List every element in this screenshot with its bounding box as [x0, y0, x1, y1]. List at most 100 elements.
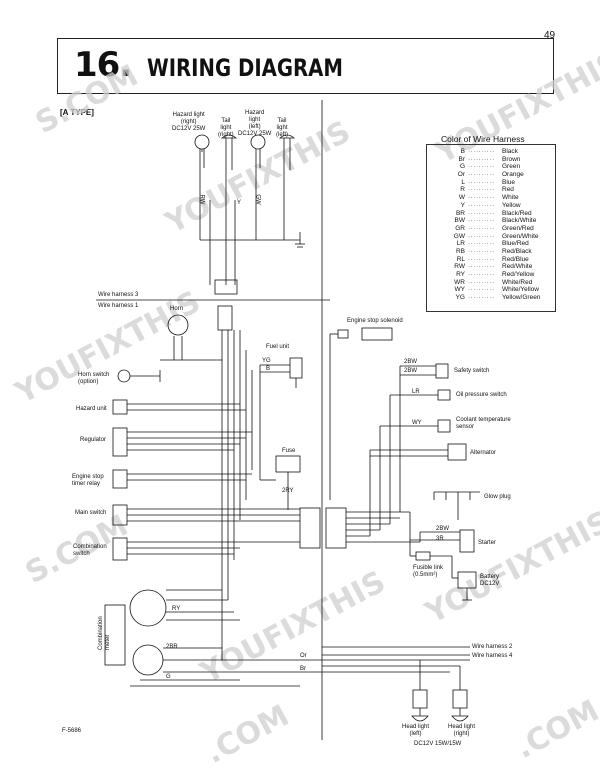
- legend-entry: RY··········Red/Yellow: [427, 271, 555, 279]
- legend-color-name: Yellow/Green: [502, 294, 541, 302]
- legend-color-name: Blue/Red: [502, 240, 529, 248]
- wire-label-rw: RW: [198, 194, 205, 205]
- legend-entry: BW··········Black/White: [427, 217, 555, 225]
- wire-label-2ry: 2RY: [282, 488, 294, 494]
- legend-entry: B··········Black: [427, 148, 555, 156]
- legend-color-name: Red/White: [502, 263, 533, 271]
- legend-code: RB: [455, 247, 465, 255]
- wire-label-2bw: 2BW: [404, 359, 418, 365]
- label-glow-plug: Glow plug: [484, 494, 511, 500]
- label-engine-stop-solenoid: Engine stop solenoid: [347, 318, 403, 324]
- legend-entry: RB··········Red/Black: [427, 248, 555, 256]
- legend-dots: ··········: [468, 240, 495, 248]
- legend-entry: Y·········· Yellow: [427, 202, 555, 210]
- legend-code: L: [461, 178, 465, 186]
- legend-dots: ··········: [468, 178, 495, 186]
- legend-code: RL: [456, 255, 465, 263]
- legend-code: R: [460, 186, 465, 194]
- label-wire-harness-4: Wire harness 4: [472, 653, 513, 659]
- legend-color-name: Blue: [502, 178, 516, 186]
- label-hazard-right: Hazard light(right)DC12V 25W: [172, 112, 206, 132]
- label-alternator: Alternator: [470, 450, 497, 456]
- label-regulator: Regulator: [80, 437, 107, 443]
- wire-label-b: B: [266, 366, 271, 372]
- legend-dots: ··········: [468, 201, 495, 209]
- legend-code: YG: [455, 294, 465, 302]
- legend-entry: Or··········Orange: [427, 171, 555, 179]
- wire-label-yg: YG: [262, 358, 271, 364]
- legend-code: WR: [454, 278, 465, 286]
- legend-dots: ··········: [468, 163, 495, 171]
- legend-dots: ··········: [468, 171, 495, 179]
- legend-dots: ··········: [468, 278, 495, 286]
- legend-entry: WR··········White/Red: [427, 279, 555, 287]
- label-starter: Starter: [478, 540, 497, 546]
- label-hazard-unit: Hazard unit: [76, 406, 107, 412]
- wire-label-wy: WY: [412, 420, 422, 426]
- legend-code: GW: [453, 232, 465, 240]
- label-horn-switch: Horn switch(option): [78, 372, 110, 385]
- legend-dots: ··········: [468, 148, 495, 155]
- legend-code: LR: [456, 240, 465, 248]
- wire-label-or: Or: [300, 653, 307, 659]
- legend-color-name: Yellow: [502, 201, 521, 209]
- legend-entry: RL··········Red/Blue: [427, 256, 555, 264]
- legend-entry: R··········Red: [427, 186, 555, 194]
- label-head-light-right: Head light(right): [448, 724, 476, 737]
- legend-color-name: Green/Red: [502, 224, 534, 232]
- legend-color-name: Red/Yellow: [502, 271, 535, 278]
- legend-entry: WY··········White/Yellow: [427, 286, 555, 294]
- wire-label-gw: GW: [254, 194, 261, 205]
- legend-dots: ··········: [468, 263, 495, 271]
- legend-entry: G··········Green: [427, 163, 555, 171]
- legend-entry: L·········· Blue: [427, 179, 555, 187]
- legend-title: Color of Wire Harness: [441, 134, 525, 144]
- type-label: [A TYPE]: [60, 108, 94, 117]
- legend-dots: ··········: [468, 255, 495, 263]
- label-wire-harness-2: Wire harness 2: [472, 644, 513, 650]
- legend-code: Br: [458, 155, 466, 163]
- wire-label-lr: LR: [412, 389, 420, 395]
- legend-color-name: Green/White: [502, 232, 539, 240]
- label-fuel-unit: Fuel unit: [266, 344, 290, 350]
- section-number: 16.: [74, 45, 132, 85]
- legend-entry: BR··········Black/Red: [427, 210, 555, 218]
- legend-dots: ··········: [468, 209, 495, 217]
- legend-color-name: White: [502, 194, 519, 202]
- page-title: WIRING DIAGRAM: [147, 54, 343, 82]
- wire-label-g: G: [166, 674, 171, 680]
- legend-entry: RW··········Red/White: [427, 263, 555, 271]
- page-number: 49: [544, 30, 556, 41]
- legend-color-name: Black/Red: [502, 209, 532, 217]
- wire-label-2br: 2BR: [166, 644, 178, 650]
- label-safety-switch: Safety switch: [454, 368, 490, 374]
- wire-label-2bw-starter: 2BW: [436, 526, 450, 532]
- wire-label-ry: RY: [172, 606, 181, 612]
- legend-dots: ··········: [468, 247, 495, 255]
- label-oil-pressure-switch: Oil pressure switch: [456, 392, 507, 398]
- legend-code: RY: [456, 271, 465, 278]
- label-horn: Horn: [170, 306, 184, 312]
- legend-dots: ··········: [468, 294, 495, 302]
- legend-color-name: Black/White: [502, 217, 537, 225]
- legend-dots: ··········: [468, 232, 495, 240]
- legend-code: Y: [460, 201, 465, 209]
- legend-entry: LR·········· Blue/Red: [427, 240, 555, 248]
- label-fuse: Fuse: [282, 448, 296, 454]
- legend-dots: ··········: [468, 224, 495, 232]
- label-fusible-link: Fusible link(0.5mm²): [413, 565, 444, 578]
- legend-code: B: [460, 148, 465, 155]
- label-wire-harness-1: Wire harness 1: [98, 303, 139, 309]
- legend-color-name: White/Yellow: [502, 286, 539, 294]
- label-wire-harness-3: Wire harness 3: [98, 292, 139, 298]
- legend-entry: GW·········· Green/White: [427, 233, 555, 241]
- title-box: [57, 38, 554, 94]
- legend-code: BW: [454, 217, 465, 225]
